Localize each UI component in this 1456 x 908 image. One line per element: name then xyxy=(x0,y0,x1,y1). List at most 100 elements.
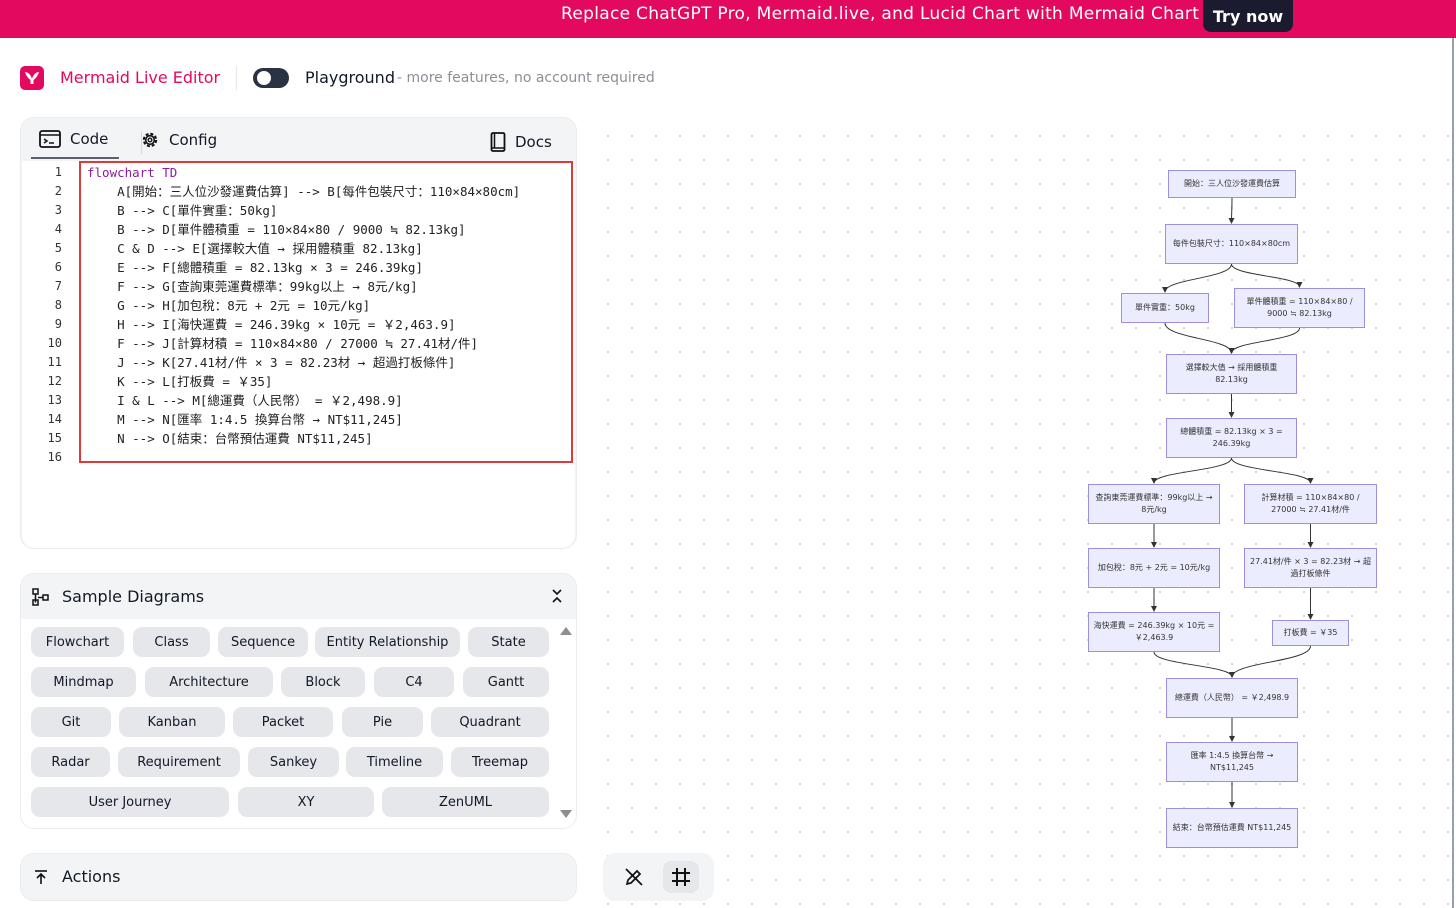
flowchart-edges xyxy=(1151,197,1314,808)
sample-timeline-button[interactable]: Timeline xyxy=(346,747,443,777)
flow-node-m[interactable]: 總運費（人民幣） = ￥2,498.9 xyxy=(1166,678,1298,718)
grid-toggle-button[interactable] xyxy=(663,861,699,893)
mermaid-logo-icon[interactable] xyxy=(20,66,44,90)
code-line[interactable]: K --> L[打板費 = ￥35] xyxy=(87,374,273,389)
playground-subtitle: - more features, no account required xyxy=(397,70,655,86)
sample-flowchart-button[interactable]: Flowchart xyxy=(31,627,124,657)
sample-requirement-button[interactable]: Requirement xyxy=(118,747,240,777)
tab-divider xyxy=(141,132,142,154)
flow-node-k[interactable]: 27.41材/件 × 3 = 82.23材 → 超過打板條件 xyxy=(1244,548,1377,588)
line-number: 8 xyxy=(54,298,62,312)
code-line[interactable]: N --> O[結束：台幣預估運費 NT$11,245] xyxy=(87,431,373,446)
flow-node-j[interactable]: 計算材積 = 110×84×80 / 27000 ≒ 27.41材/件 xyxy=(1244,484,1377,524)
sample-zenuml-button[interactable]: ZenUML xyxy=(382,787,549,817)
sample-treemap-button[interactable]: Treemap xyxy=(451,747,549,777)
scroll-down-arrow-icon[interactable] xyxy=(560,810,572,818)
sample-pie-button[interactable]: Pie xyxy=(342,707,423,737)
code-line[interactable]: A[開始：三人位沙發運費估算] --> B[每件包裝尺寸：110×84×80cm… xyxy=(87,184,521,199)
flow-edge-l-m xyxy=(1229,645,1311,678)
code-line[interactable]: B --> C[單件實重：50kg] xyxy=(87,203,278,218)
sample-class-button[interactable]: Class xyxy=(133,627,210,657)
sample-entity-relationship-button[interactable]: Entity Relationship xyxy=(315,627,460,657)
diagram-icon xyxy=(32,588,49,606)
sample-sequence-button[interactable]: Sequence xyxy=(218,627,308,657)
tab-code[interactable]: Code xyxy=(39,130,108,148)
code-line[interactable]: B --> D[單件體積重 = 110×84×80 / 9000 ≒ 82.13… xyxy=(87,222,466,237)
edit-toggle-button[interactable] xyxy=(616,861,652,893)
code-line[interactable]: H --> I[海快運費 = 246.39kg × 10元 = ￥2,463.9… xyxy=(87,317,456,332)
window-edge xyxy=(1452,38,1454,908)
code-line[interactable]: flowchart TD xyxy=(87,165,178,180)
actions-panel[interactable]: Actions xyxy=(20,853,577,901)
upload-icon xyxy=(35,870,47,884)
app-title[interactable]: Mermaid Live Editor xyxy=(60,68,221,87)
playground-toggle[interactable] xyxy=(253,68,289,88)
code-line[interactable]: I & L --> M[總運費（人民幣） = ￥2,498.9] xyxy=(87,393,403,408)
line-number: 1 xyxy=(54,165,62,179)
sample-radar-button[interactable]: Radar xyxy=(31,747,110,777)
line-number: 11 xyxy=(47,355,62,369)
header-divider xyxy=(236,66,237,90)
gear-icon xyxy=(142,132,158,148)
sample-user-journey-button[interactable]: User Journey xyxy=(31,787,229,817)
tab-config[interactable]: Config xyxy=(140,130,217,150)
sample-sankey-button[interactable]: Sankey xyxy=(248,747,339,777)
scroll-up-arrow-icon[interactable] xyxy=(560,627,572,635)
sample-mindmap-button[interactable]: Mindmap xyxy=(31,667,136,697)
playground-label: Playground xyxy=(305,68,395,87)
line-number: 16 xyxy=(47,450,62,464)
line-number: 5 xyxy=(54,241,62,255)
code-line[interactable]: F --> G[查詢東莞運費標準：99kg以上 → 8元/kg] xyxy=(87,279,418,294)
promo-banner: Replace ChatGPT Pro, Mermaid.live, and L… xyxy=(0,0,1456,38)
sample-architecture-button[interactable]: Architecture xyxy=(145,667,273,697)
try-now-button[interactable]: Try now xyxy=(1203,0,1293,32)
code-line[interactable]: E --> F[總體積重 = 82.13kg × 3 = 246.39kg] xyxy=(87,260,423,275)
flow-edge-d-e xyxy=(1228,327,1300,354)
code-line[interactable]: F --> J[計算材積 = 110×84×80 / 27000 ≒ 27.41… xyxy=(87,336,479,351)
flow-edge-c-e xyxy=(1164,322,1235,354)
flow-node-h[interactable]: 加包稅：8元 + 2元 = 10元/kg xyxy=(1088,548,1220,588)
collapse-chevron-icon[interactable] xyxy=(551,588,563,604)
flow-node-i[interactable]: 海快運費 = 246.39kg × 10元 = ￥2,463.9 xyxy=(1088,612,1220,652)
code-line[interactable]: G --> H[加包稅：8元 + 2元 = 10元/kg] xyxy=(87,298,371,313)
diagram-canvas[interactable]: 開始：三人位沙發運費估算每件包裝尺寸：110×84×80cm 單件實重：50kg 單… xyxy=(590,118,1452,908)
sample-state-button[interactable]: State xyxy=(468,627,549,657)
sample-git-button[interactable]: Git xyxy=(31,707,111,737)
line-number: 10 xyxy=(47,336,62,350)
sample-packet-button[interactable]: Packet xyxy=(233,707,333,737)
code-line[interactable]: M --> N[匯率 1:4.5 換算台幣 → NT$11,245] xyxy=(87,412,403,427)
flow-edge-i-m xyxy=(1153,651,1235,678)
sample-xy-button[interactable]: XY xyxy=(238,787,374,817)
docs-link[interactable]: Docs xyxy=(490,132,552,152)
flow-node-o[interactable]: 結束：台幣預估運費 NT$11,245 xyxy=(1166,808,1298,848)
sample-gantt-button[interactable]: Gantt xyxy=(463,667,549,697)
line-number: 3 xyxy=(54,203,62,217)
flow-node-c[interactable]: 單件實重：50kg xyxy=(1121,293,1209,323)
flow-node-e[interactable]: 選擇較大值 → 採用體積重 82.13kg xyxy=(1166,354,1297,394)
selection-highlight xyxy=(79,161,573,463)
flow-node-n[interactable]: 匯率 1:4.5 換算台幣 → NT$11,245 xyxy=(1166,742,1298,782)
flow-node-d[interactable]: 單件體積重 = 110×84×80 / 9000 ≒ 82.13kg xyxy=(1234,288,1365,328)
line-number: 14 xyxy=(47,412,62,426)
flow-node-a[interactable]: 開始：三人位沙發運費估算 xyxy=(1168,170,1296,198)
sample-kanban-button[interactable]: Kanban xyxy=(119,707,225,737)
line-number: 6 xyxy=(54,260,62,274)
flow-node-l[interactable]: 打板費 = ￥35 xyxy=(1272,620,1349,646)
actions-title: Actions xyxy=(62,867,121,886)
sample-block-button[interactable]: Block xyxy=(281,667,365,697)
flow-node-f[interactable]: 總體積重 = 82.13kg × 3 = 246.39kg xyxy=(1166,418,1297,458)
flow-node-b[interactable]: 每件包裝尺寸：110×84×80cm xyxy=(1165,224,1298,264)
code-line[interactable]: J --> K[27.41材/件 × 3 = 82.23材 → 超過打板條件] xyxy=(87,355,456,370)
tab-config-label: Config xyxy=(169,131,218,149)
flow-node-g[interactable]: 查詢東莞運費標準：99kg以上 → 8元/kg xyxy=(1088,484,1220,524)
line-number: 4 xyxy=(54,222,62,236)
sample-c4-button[interactable]: C4 xyxy=(374,667,454,697)
code-text[interactable]: flowchart TD A[開始：三人位沙發運費估算] --> B[每件包裝尺… xyxy=(87,163,520,467)
sample-quadrant-button[interactable]: Quadrant xyxy=(431,707,549,737)
code-line[interactable]: C & D --> E[選擇較大值 → 採用體積重 82.13kg] xyxy=(87,241,423,256)
flow-edge-b-d xyxy=(1231,263,1303,288)
line-number: 13 xyxy=(47,393,62,407)
